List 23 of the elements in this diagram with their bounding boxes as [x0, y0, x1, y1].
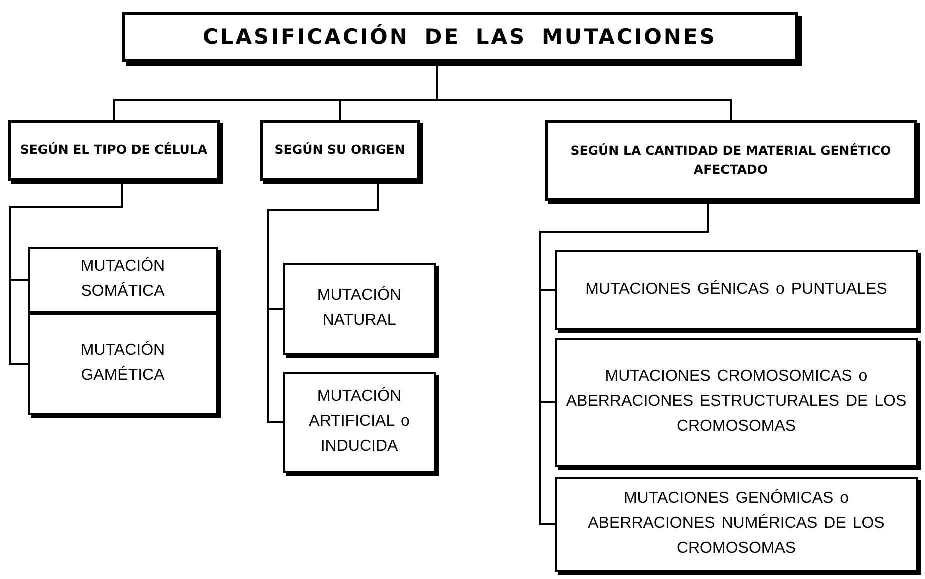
mutation-box [28, 247, 218, 313]
mutation-label: MUTACIÓN ARTIFICIAL o INDUCIDA [308, 386, 411, 457]
mutation-label: MUTACIONES GÉNICAS o PUNTUALES [584, 279, 888, 300]
mutation-box [555, 338, 918, 467]
connector-line [9, 181, 123, 365]
mutation-label: MUTACIONES GENÓMICAS o ABERRACIONES NUMÉRICAS DE LOS CROMOSOMAS [587, 488, 886, 559]
mutation-label: MUTACIÓN SOMÁTICA [80, 256, 166, 302]
category-label: SEGÚN EL TIPO DE CÉLULA [19, 141, 209, 160]
category-label: SEGÚN SU ORIGEN [274, 141, 406, 160]
mutation-box [283, 372, 436, 473]
category-label: SEGÚN LA CANTIDAD DE MATERIAL GENÉTICO AFECTADO [570, 142, 892, 178]
mutation-box [28, 313, 218, 415]
mutation-label: MUTACIONES CROMOSOMICAS o ABERRACIONES ESTRUCTURALES DE LOS CROMOSOMAS [565, 367, 908, 437]
category-box [545, 120, 917, 201]
category-box [8, 120, 220, 181]
mutation-box [283, 263, 436, 355]
title-text: CLASIFICACIÓN DE LAS MUTACIONES [203, 25, 717, 49]
mutation-box [555, 250, 918, 330]
mutation-label: MUTACIÓN NATURAL [316, 285, 403, 331]
connector-line [267, 181, 379, 424]
category-box [260, 120, 420, 181]
mutation-label: MUTACIÓN GAMÉTICA [80, 340, 166, 386]
mutation-box [555, 477, 918, 572]
